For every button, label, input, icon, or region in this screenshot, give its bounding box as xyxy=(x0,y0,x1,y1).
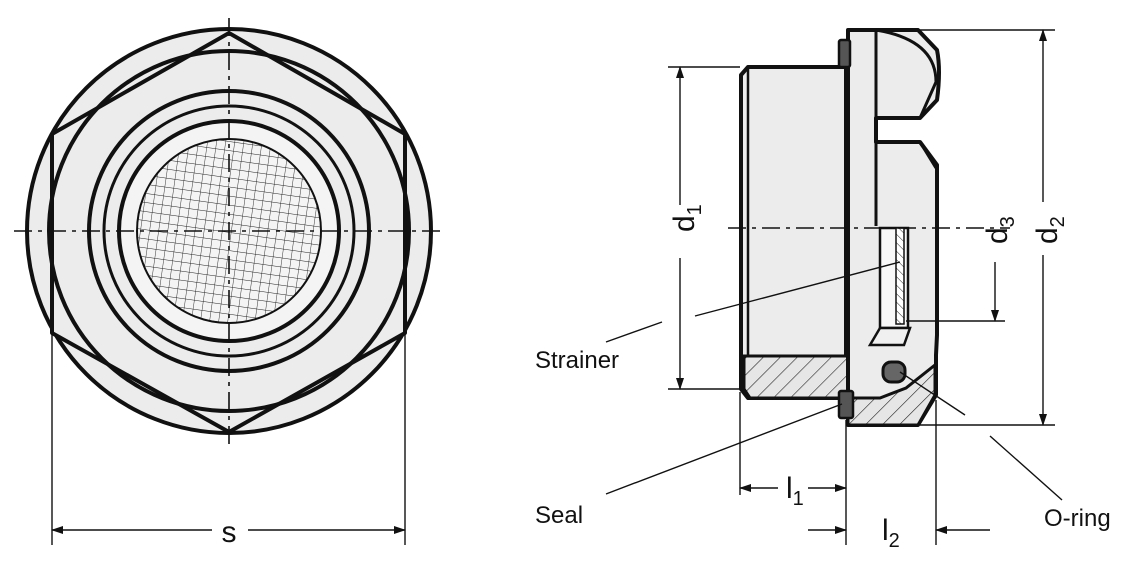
front-view: s xyxy=(14,18,444,549)
bore-step xyxy=(867,326,912,347)
s-label: s xyxy=(222,516,237,549)
l1-label: l1 xyxy=(786,472,804,510)
callouts: Strainer Seal O-ring xyxy=(535,261,1111,532)
threaded-body xyxy=(739,65,848,400)
o-ring xyxy=(881,360,907,384)
oring-leader-a xyxy=(899,371,966,416)
l2-label: l2 xyxy=(882,514,900,552)
strainer-section xyxy=(895,227,905,325)
oring-leader-b xyxy=(989,435,1063,501)
d3-label: d3 xyxy=(981,216,1019,244)
flange-section-hatch xyxy=(846,361,937,427)
d2-label: d2 xyxy=(1031,216,1069,244)
flange-dome xyxy=(875,28,938,119)
strainer-leader-a xyxy=(605,321,663,343)
side-view xyxy=(728,28,1010,427)
oring-label: O-ring xyxy=(1044,505,1111,532)
flange-bevel xyxy=(876,140,938,169)
d1-label: d1 xyxy=(668,204,706,232)
strainer-label: Strainer xyxy=(535,347,619,374)
seal-label: Seal xyxy=(535,502,583,529)
seal-leader xyxy=(605,403,843,495)
top-seal xyxy=(837,38,852,69)
side-dimensions: d1 d2 d3 l1 l2 xyxy=(668,29,1069,552)
strainer-leader-b xyxy=(694,261,901,317)
